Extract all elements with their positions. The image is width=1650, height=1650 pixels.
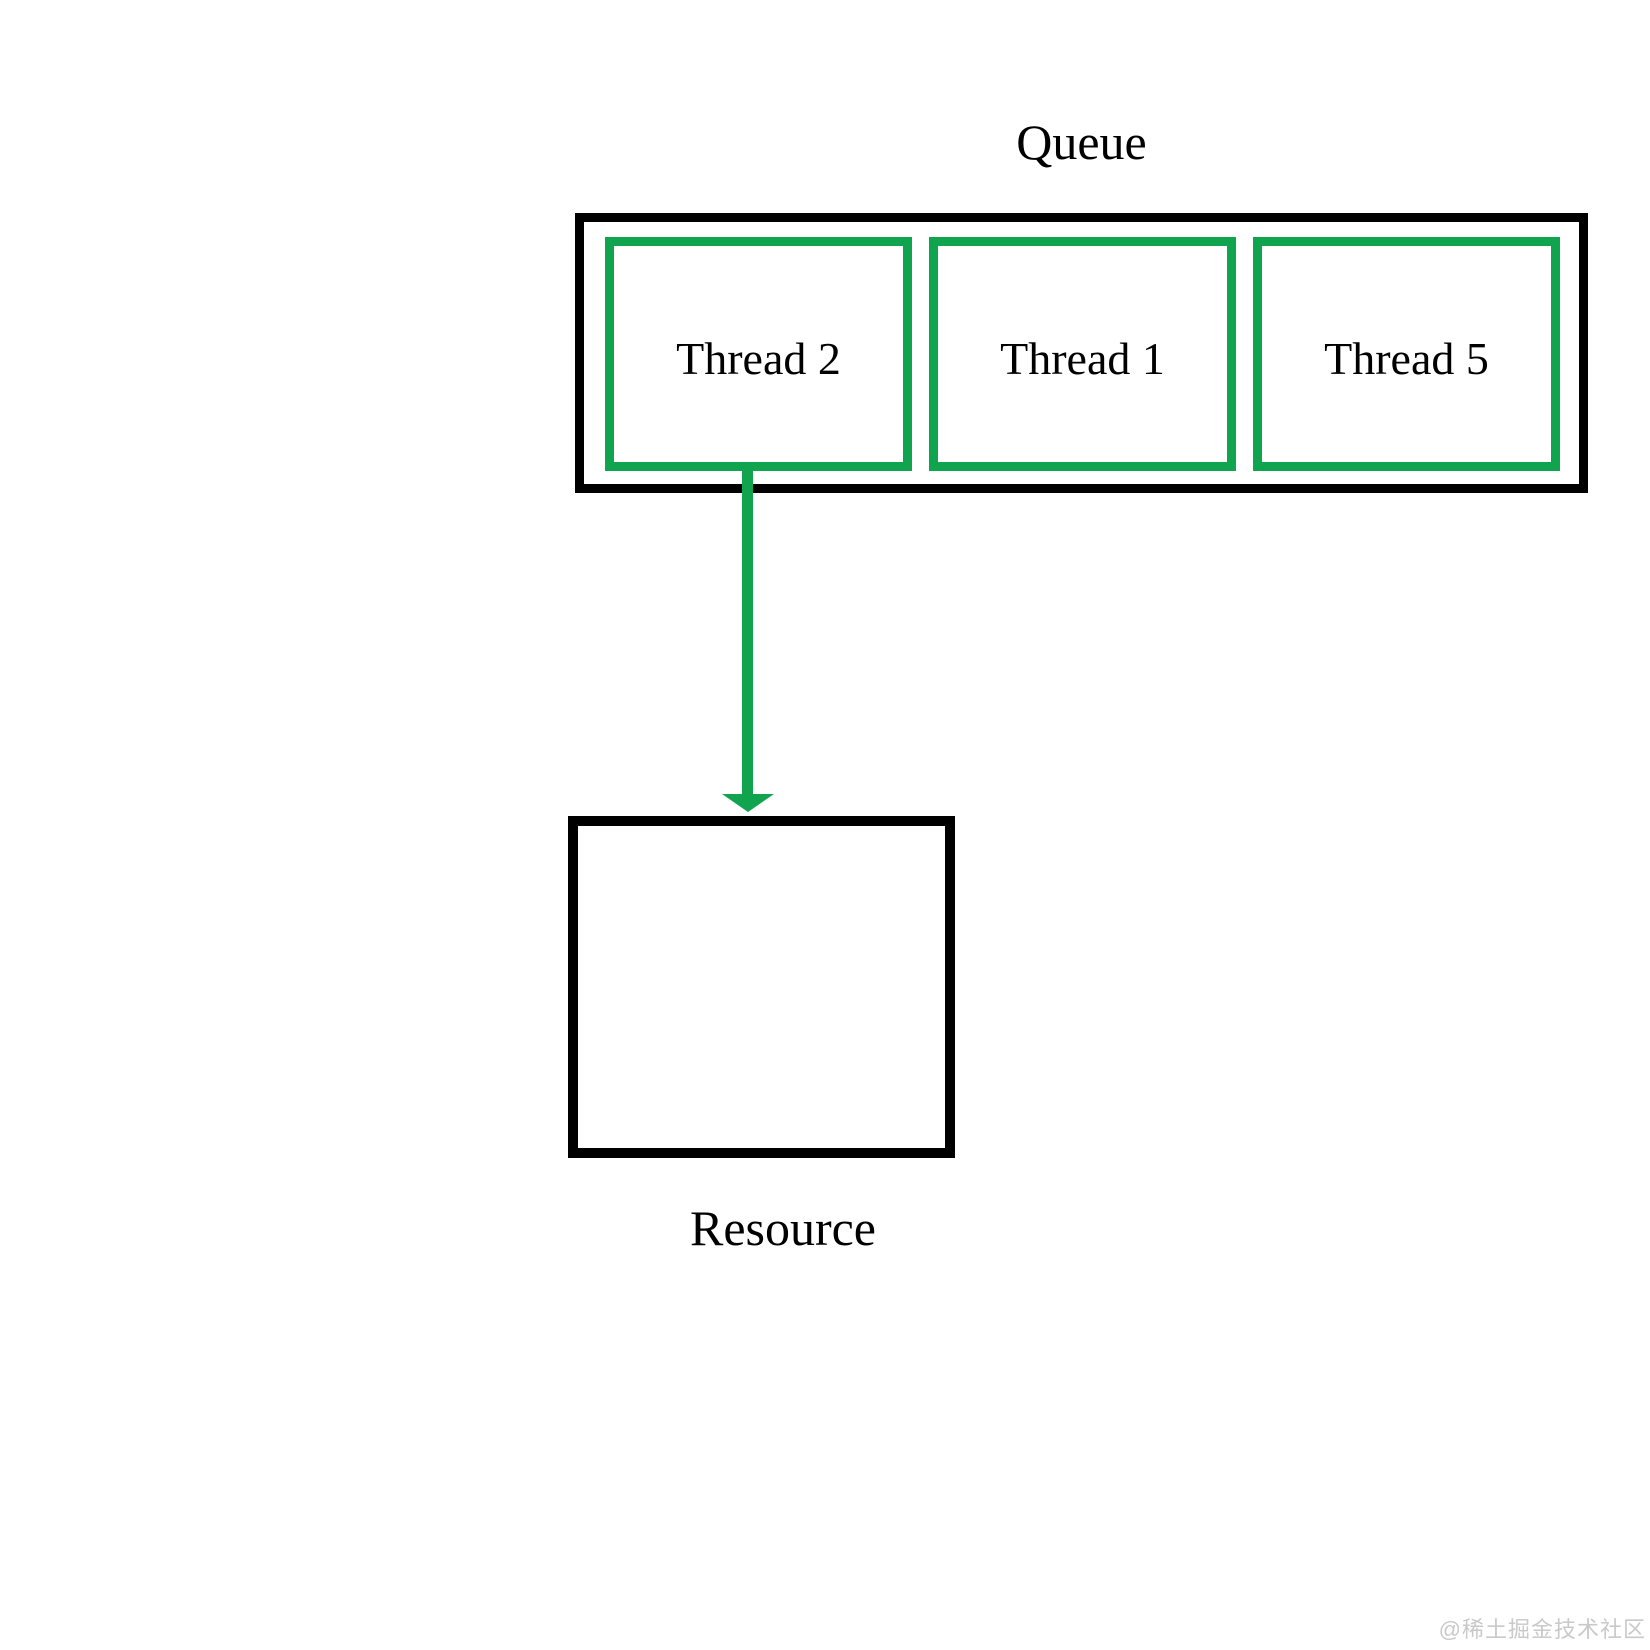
queue-title: Queue [1016, 114, 1147, 170]
thread-1-label: Thread 1 [1000, 332, 1165, 384]
thread-2-label: Thread 2 [676, 332, 841, 384]
resource-box [568, 816, 955, 1158]
resource-label: Resource [689, 1200, 877, 1256]
arrow-stem [742, 462, 753, 796]
thread-box-5: Thread 5 [1253, 237, 1560, 471]
arrow-down-head-icon [722, 794, 774, 812]
thread-box-1: Thread 1 [929, 237, 1236, 471]
watermark-text: @稀土掘金技术社区 [1438, 1617, 1646, 1642]
queue-container-box: Thread 2 Thread 1 Thread 5 [575, 213, 1588, 493]
thread-box-2: Thread 2 [605, 237, 912, 471]
thread-5-label: Thread 5 [1324, 332, 1489, 384]
